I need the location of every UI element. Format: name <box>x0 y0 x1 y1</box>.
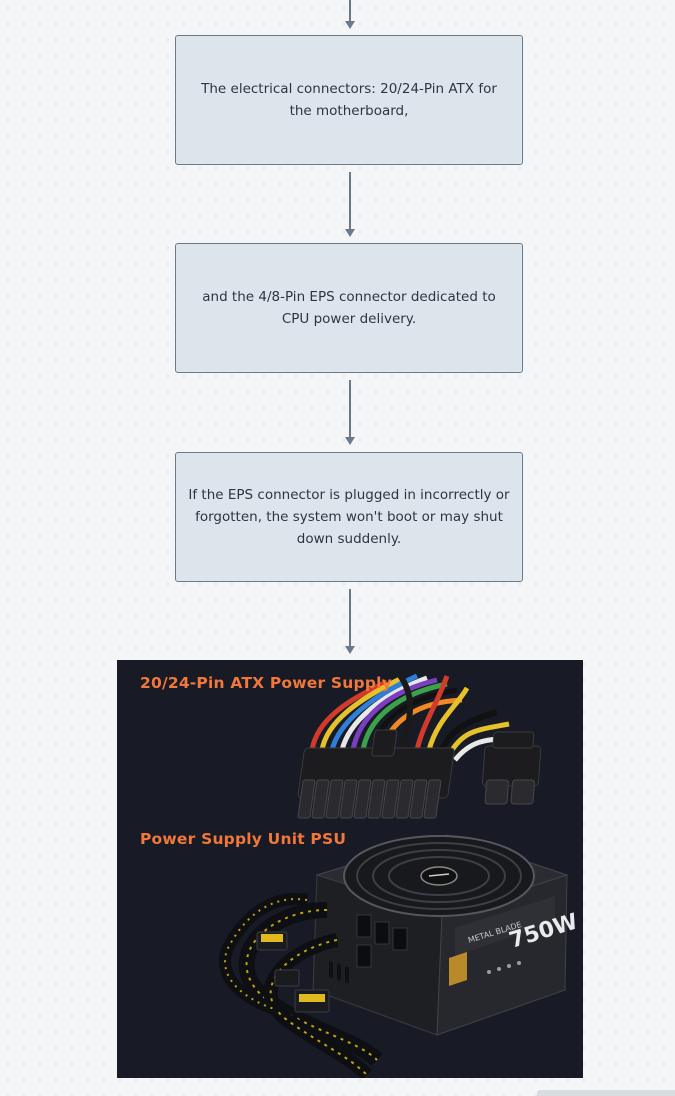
psu-illustration: METAL BLADE 750W <box>117 660 583 1078</box>
flow-node-atx-connectors: The electrical connectors: 20/24-Pin ATX… <box>175 35 523 165</box>
psu-artwork: METAL BLADE 750W <box>219 672 581 1078</box>
psu-label: Power Supply Unit PSU <box>140 830 347 848</box>
flow-arrow-3-image <box>343 589 357 655</box>
psu-cable-connectors-graphic <box>256 931 330 1013</box>
flow-arrow-1-2 <box>343 172 357 238</box>
atx-connector-graphic <box>297 672 542 819</box>
atx-power-supply-label: 20/24-Pin ATX Power Supply <box>140 674 392 692</box>
flow-arrow-2-3 <box>343 380 357 446</box>
flow-node-text: and the 4/8-Pin EPS connector dedicated … <box>202 289 496 327</box>
flow-node-text: The electrical connectors: 20/24-Pin ATX… <box>201 81 497 119</box>
flow-node-text: If the EPS connector is plugged in incor… <box>188 487 510 547</box>
psu-box-graphic: METAL BLADE 750W <box>312 834 581 1036</box>
psu-cables-graphic <box>219 893 383 1078</box>
horizontal-scrollbar[interactable] <box>537 1090 675 1096</box>
flow-node-eps-connector: and the 4/8-Pin EPS connector dedicated … <box>175 243 523 373</box>
flow-node-eps-warning: If the EPS connector is plugged in incor… <box>175 452 523 582</box>
flow-arrow-top <box>343 0 357 30</box>
